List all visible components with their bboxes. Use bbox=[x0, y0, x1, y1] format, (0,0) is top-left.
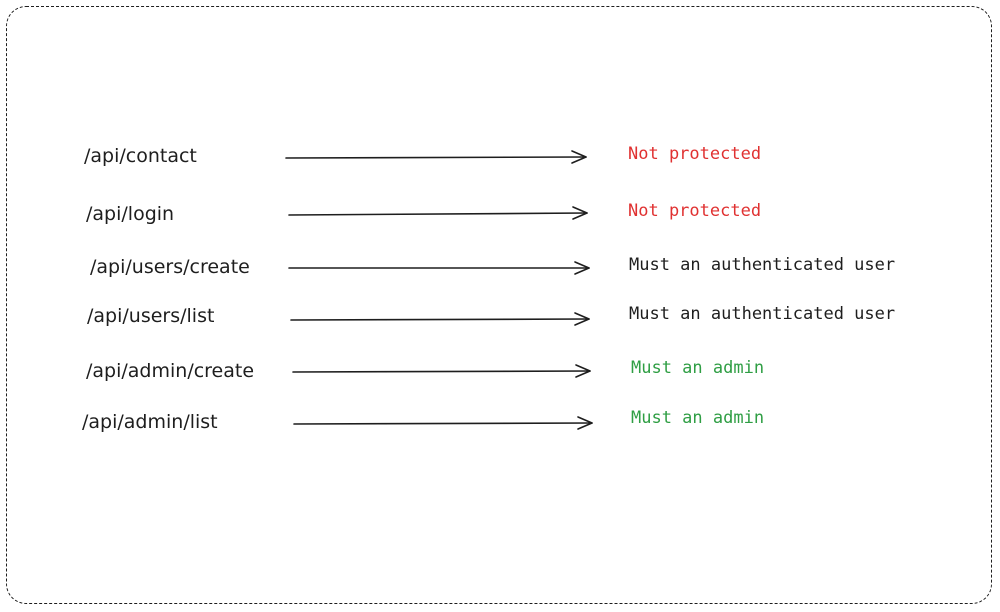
access-label-admin-create: Must an admin bbox=[631, 358, 765, 378]
route-label-users-create: /api/users/create bbox=[90, 256, 250, 278]
arrow-users-list bbox=[290, 312, 590, 326]
access-label-contact: Not protected bbox=[628, 144, 762, 164]
diagram-frame bbox=[6, 6, 992, 604]
arrow-login bbox=[288, 206, 588, 220]
route-label-users-list: /api/users/list bbox=[87, 305, 215, 327]
arrow-admin-list bbox=[293, 416, 593, 430]
route-label-admin-list: /api/admin/list bbox=[82, 411, 218, 433]
route-label-login: /api/login bbox=[86, 203, 175, 225]
access-label-login: Not protected bbox=[628, 201, 762, 221]
access-label-users-list: Must an authenticated user bbox=[629, 304, 896, 324]
arrow-admin-create bbox=[292, 364, 591, 378]
access-label-users-create: Must an authenticated user bbox=[629, 255, 896, 275]
route-label-admin-create: /api/admin/create bbox=[86, 360, 255, 382]
access-label-admin-list: Must an admin bbox=[631, 408, 765, 428]
arrow-users-create bbox=[288, 261, 590, 275]
route-label-contact: /api/contact bbox=[84, 145, 197, 167]
arrow-contact bbox=[285, 150, 587, 164]
